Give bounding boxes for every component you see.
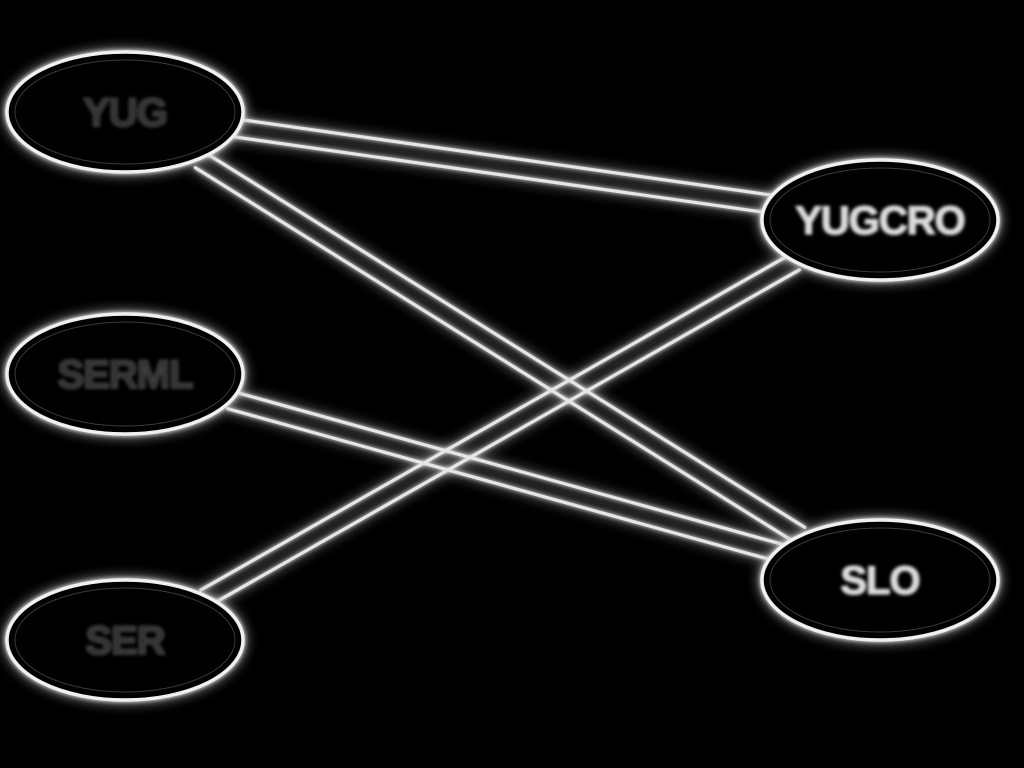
edge-ser-yugcro bbox=[198, 252, 802, 608]
edge-yug-slo bbox=[193, 150, 807, 545]
node-serml-ellipse bbox=[5, 312, 245, 436]
edge-serml-slo bbox=[225, 389, 785, 564]
nodes-layer: YUG SERML SER YUGCRO SLO bbox=[5, 50, 1000, 702]
node-ser-label: SER bbox=[85, 619, 165, 663]
node-ser: SER bbox=[5, 578, 245, 702]
edges-layer bbox=[193, 117, 807, 608]
node-yugcro-ellipse bbox=[760, 158, 1000, 282]
node-yug-ellipse bbox=[5, 50, 245, 174]
node-serml: SERML bbox=[5, 312, 245, 436]
node-yugcro-label: YUGCRO bbox=[795, 199, 965, 243]
node-ser-ellipse bbox=[5, 578, 245, 702]
node-yug-label: YUG bbox=[83, 91, 167, 135]
node-slo-label: SLO bbox=[840, 559, 919, 603]
node-slo: SLO bbox=[760, 518, 1000, 642]
node-slo-ellipse bbox=[760, 518, 1000, 642]
node-yug: YUG bbox=[5, 50, 245, 174]
edge-yug-yugcro bbox=[233, 117, 773, 215]
node-yugcro: YUGCRO bbox=[760, 158, 1000, 282]
node-serml-label: SERML bbox=[58, 353, 194, 397]
